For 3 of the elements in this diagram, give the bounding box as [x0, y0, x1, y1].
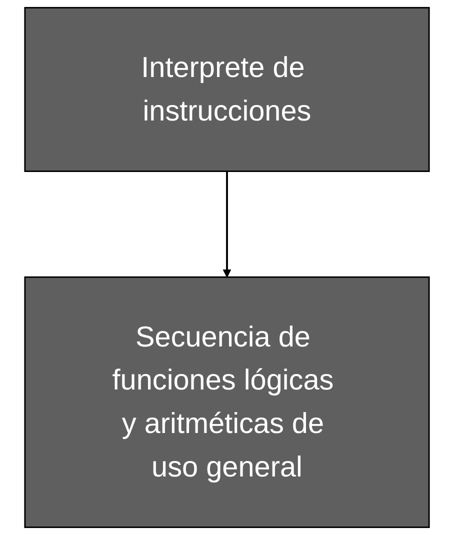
node-box: Secuencia de funciones lógicas y aritméticas de uso general — [24, 276, 430, 528]
arrow — [222, 171, 232, 278]
node-box: Interprete de instrucciones — [24, 6, 430, 172]
